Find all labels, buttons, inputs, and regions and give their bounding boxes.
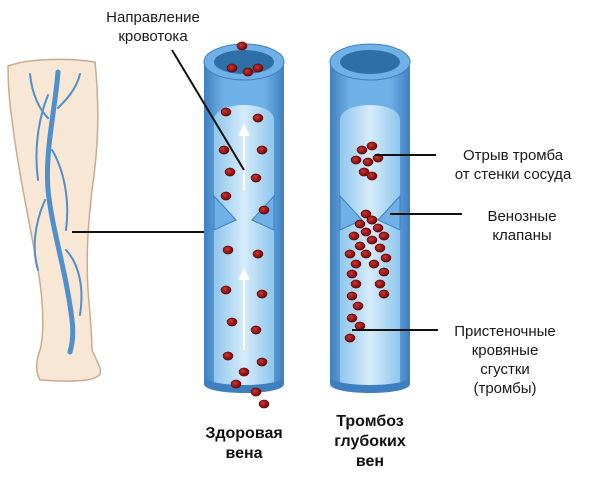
thrombus-cell <box>374 279 386 289</box>
thrombus-cell <box>352 301 364 311</box>
thrombus-cell <box>356 145 368 155</box>
blood-cell <box>256 357 268 367</box>
blood-cell <box>220 191 232 201</box>
leg-illustration <box>7 58 102 382</box>
thrombus-cell <box>348 231 360 241</box>
blood-cell <box>236 41 248 51</box>
healthy-vein-caption: Здоровая вена <box>205 425 283 462</box>
thrombus-cell <box>346 291 358 301</box>
thrombosis-vein-top-opening <box>340 50 400 74</box>
blood-cell <box>230 379 242 389</box>
blood-cell <box>250 173 262 183</box>
healthy-blood-cells <box>218 41 270 409</box>
blood-cell <box>226 63 238 73</box>
flow-arrow-lower-head <box>238 268 250 280</box>
thrombus-cell <box>368 259 380 269</box>
blood-cell <box>252 63 264 73</box>
healthy-vein <box>203 41 285 409</box>
thrombus-cell <box>350 259 362 269</box>
leg-main-vein <box>44 69 76 355</box>
thrombus-cell <box>378 289 390 299</box>
thrombus-cell <box>366 235 378 245</box>
flow-arrow-upper-head <box>238 124 250 136</box>
clot-detach-label: Отрыв тромба от стенки сосуда <box>454 147 572 183</box>
flow-direction-label: Направление кровотока <box>106 9 200 45</box>
thrombus-cell <box>354 321 366 331</box>
blood-cell <box>238 367 250 377</box>
thrombus-cell <box>372 223 384 233</box>
thrombus-cell <box>344 249 356 259</box>
wall-clots-label: Пристеночные кровяные сгустки (тромбы) <box>454 323 556 397</box>
blood-cell <box>258 399 270 409</box>
blood-cell <box>222 351 234 361</box>
leg-branch-vein <box>33 94 83 316</box>
blood-cell <box>220 285 232 295</box>
thrombus-cell <box>360 209 372 219</box>
blood-cell <box>252 249 264 259</box>
blood-cell <box>258 205 270 215</box>
thrombus-cell <box>366 171 378 181</box>
flow-pointer-line <box>171 49 245 171</box>
thrombus-cell <box>378 267 390 277</box>
thrombus-cell <box>366 215 378 225</box>
thrombus-cell <box>360 249 372 259</box>
healthy-vein-bottom-opening <box>204 376 284 393</box>
blood-cell <box>220 107 232 117</box>
thrombus-cell <box>344 333 356 343</box>
blood-cell <box>218 145 230 155</box>
thrombus-cell <box>350 155 362 165</box>
thrombus-cell <box>360 227 372 237</box>
blood-cell <box>242 67 254 77</box>
thrombosis-vein-bottom-opening <box>330 376 410 393</box>
blood-cell <box>256 145 268 155</box>
thrombus-cell <box>380 253 392 263</box>
thrombus-cell <box>354 241 366 251</box>
blood-cell <box>250 325 262 335</box>
thrombus-cell <box>362 157 374 167</box>
blood-cell <box>256 289 268 299</box>
thrombus-cell <box>346 313 358 323</box>
thrombus-cell <box>358 167 370 177</box>
blood-cell <box>222 245 234 255</box>
leg-upper-vein <box>29 73 81 119</box>
blood-cell <box>252 113 264 123</box>
thrombus-cell <box>346 269 358 279</box>
thrombus-cell <box>354 219 366 229</box>
thrombus-cell <box>378 231 390 241</box>
thrombus-cell <box>366 141 378 151</box>
thrombus-cell <box>350 279 362 289</box>
thrombus-cell <box>374 243 386 253</box>
thrombosis-caption: Тромбоз глубоких вен <box>334 413 406 470</box>
valves-label: Венозные клапаны <box>487 208 557 244</box>
healthy-valve-left <box>213 194 237 231</box>
blood-cell <box>226 317 238 327</box>
thrombosis-vein <box>329 43 411 393</box>
blood-cell <box>250 387 262 397</box>
blood-cell <box>224 167 236 177</box>
thrombus-cells <box>344 141 392 343</box>
